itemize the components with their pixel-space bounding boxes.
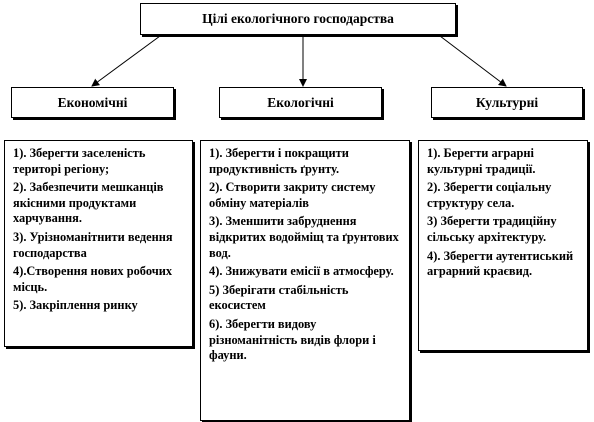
list-item: 1). Зберегти заселеність територі регіон… [13, 146, 146, 176]
list-item: 3) Зберегти традиційну сільську архітект… [427, 214, 557, 244]
list-item: 2). Забезпечити мешканців якісними проду… [13, 180, 164, 226]
list-item: 4).Створення нових робочих місць. [13, 264, 173, 294]
arrow-title-to-cultural [439, 35, 507, 87]
list-item: 2). Створити закриту систему обміну мате… [209, 180, 376, 210]
list-item: 3). Зменшити забруднення відкритих водой… [209, 214, 399, 260]
list-item: 3). Урізноманітнити ведення господарства [13, 229, 173, 260]
list-item: 4). Зберегти аутентиський аграрний краєв… [427, 248, 574, 279]
category-cultural-box: Культурні [431, 87, 583, 118]
category-ecological-label: Екологічні [267, 94, 334, 110]
diagram-title: Цілі екологічного господарства [202, 11, 394, 26]
list-item: 5). Закріплення ринку [13, 298, 138, 313]
category-economic-label: Економічні [57, 94, 128, 110]
list-item: 4). Знижувати емісії в атмосферу. [209, 264, 394, 279]
list-item: 6). Зберегти видову різноманітність виді… [209, 316, 376, 363]
list-item: 2). Зберегти соціальну структуру села. [427, 180, 552, 210]
category-economic-box: Економічні [11, 87, 174, 118]
category-cultural-label: Культурні [475, 94, 539, 110]
list-item: 1). Берегти аграрні культурні традиції. [427, 146, 536, 176]
economic-goals-list: 1). Зберегти заселеність територі регіон… [4, 140, 193, 347]
diagram-title-box: Цілі екологічного господарства [140, 3, 456, 35]
arrow-title-to-economic [91, 35, 161, 87]
list-item: 1). Зберегти і покращити продуктивність … [209, 146, 349, 176]
ecological-goals-list: 1). Зберегти і покращити продуктивність … [200, 140, 410, 421]
list-item: 5) Зберігати стабільність екосистем [209, 282, 349, 313]
category-ecological-box: Екологічні [219, 87, 382, 118]
cultural-goals-list: 1). Берегти аграрні культурні традиції. … [418, 140, 588, 351]
